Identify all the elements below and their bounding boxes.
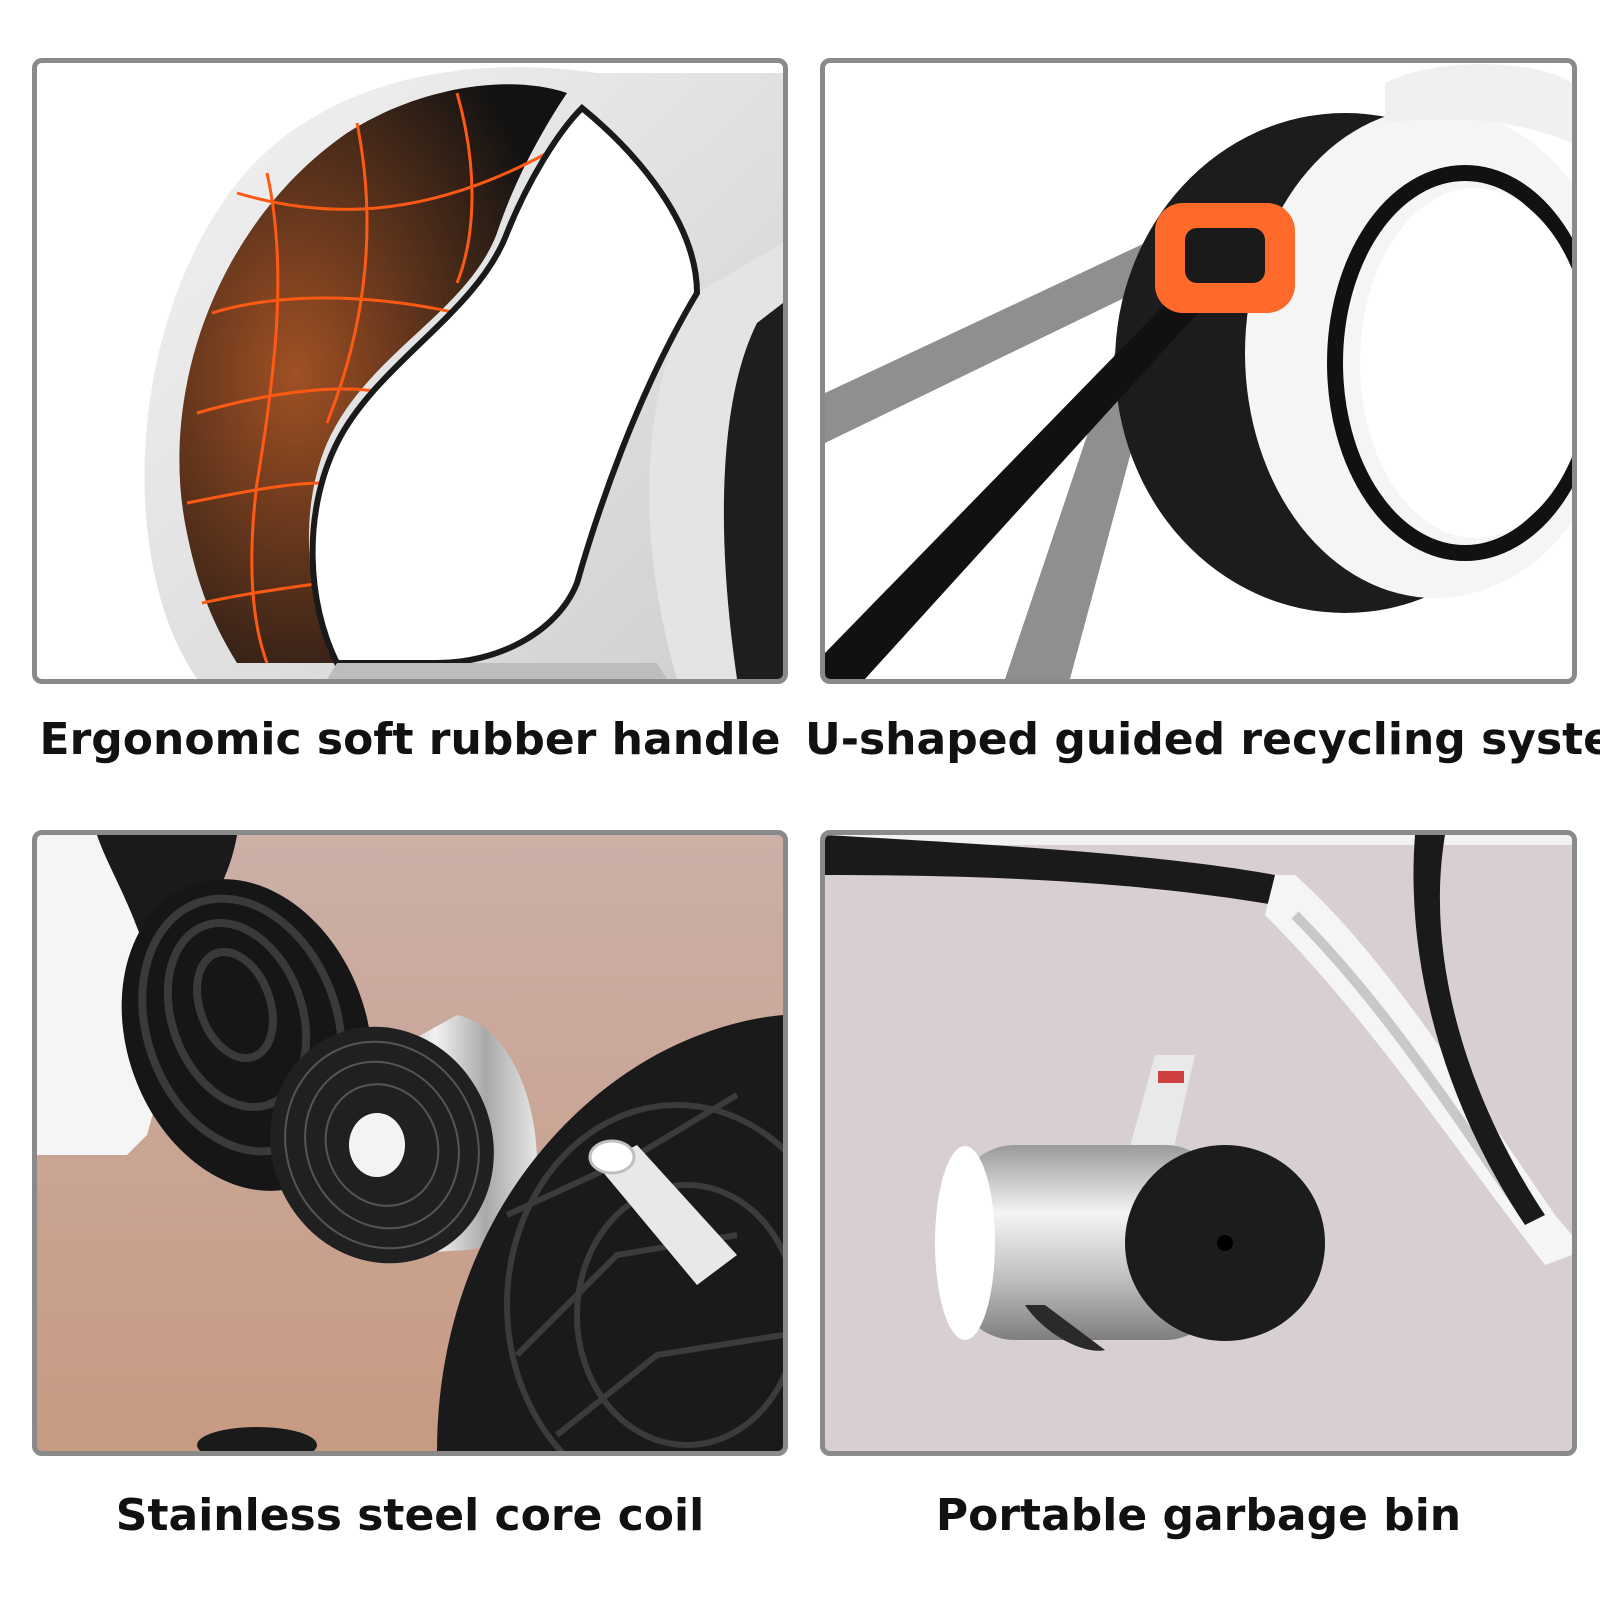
guide-illustration [825, 63, 1572, 679]
handle-illustration [37, 63, 783, 679]
coil-illustration [37, 835, 783, 1451]
bin-photo [820, 830, 1577, 1456]
bin-illustration [825, 835, 1572, 1451]
caption-u-shaped-guide: U-shaped guided recycling system [805, 714, 1600, 765]
caption-steel-coil: Stainless steel core coil [115, 1490, 705, 1541]
coil-photo [32, 830, 788, 1456]
caption-garbage-bin: Portable garbage bin [935, 1490, 1462, 1541]
caption-ergonomic-handle: Ergonomic soft rubber handle [39, 714, 781, 765]
guide-photo [820, 58, 1577, 684]
handle-photo [32, 58, 788, 684]
